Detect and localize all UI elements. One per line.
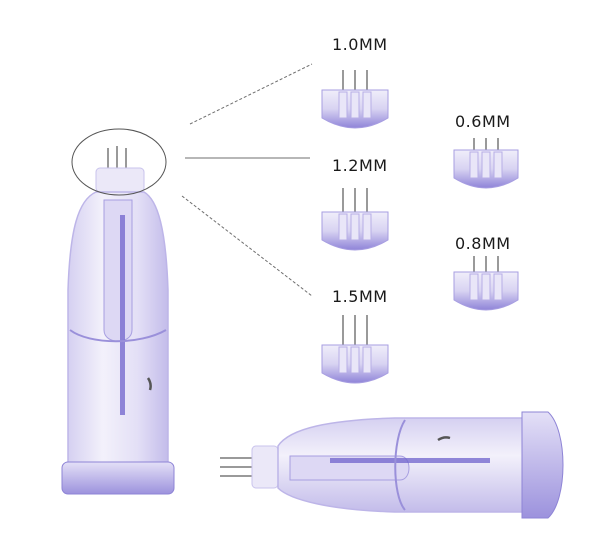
needle-heads bbox=[321, 70, 519, 384]
zoom-circle bbox=[71, 128, 167, 196]
head-post bbox=[362, 213, 372, 241]
leader-lines bbox=[181, 63, 313, 297]
size-label-1-0mm: 1.0MM bbox=[332, 35, 388, 54]
head-post bbox=[469, 273, 479, 301]
size-label-1-2mm: 1.2MM bbox=[332, 156, 388, 175]
head-post bbox=[493, 151, 503, 179]
needle-head-15 bbox=[321, 315, 389, 384]
slot-mark bbox=[437, 436, 451, 442]
head-post bbox=[350, 346, 360, 374]
head-post bbox=[469, 151, 479, 179]
head-post bbox=[338, 346, 348, 374]
needle-head-06 bbox=[453, 138, 519, 189]
leader-line-top bbox=[189, 63, 313, 125]
scale-stripe bbox=[120, 215, 125, 415]
slot-mark bbox=[146, 377, 152, 391]
head-post bbox=[362, 346, 372, 374]
vial-wing bbox=[69, 329, 167, 343]
size-label-0-8mm: 0.8MM bbox=[455, 234, 511, 253]
needle-head-12 bbox=[321, 188, 389, 251]
vial-wing bbox=[394, 419, 406, 511]
vertical-vial bbox=[61, 128, 175, 495]
scale-stripe bbox=[330, 458, 490, 463]
head-post bbox=[350, 213, 360, 241]
vial-end-cap bbox=[521, 411, 564, 519]
needle-head-10 bbox=[321, 70, 389, 129]
size-label-0-6mm: 0.6MM bbox=[455, 112, 511, 131]
head-post bbox=[362, 91, 372, 119]
needle-head-08 bbox=[453, 256, 519, 311]
inner-column bbox=[103, 199, 133, 342]
vial-base-cap bbox=[61, 461, 175, 495]
size-label-1-5mm: 1.5MM bbox=[332, 287, 388, 306]
head-post bbox=[338, 213, 348, 241]
head-post bbox=[493, 273, 503, 301]
horizontal-vial bbox=[220, 411, 564, 519]
head-post bbox=[350, 91, 360, 119]
head-post bbox=[481, 151, 491, 179]
head-post bbox=[481, 273, 491, 301]
vial-neck bbox=[95, 167, 145, 193]
vial-neck bbox=[251, 445, 279, 489]
leader-line-bottom bbox=[181, 195, 313, 297]
head-post bbox=[338, 91, 348, 119]
